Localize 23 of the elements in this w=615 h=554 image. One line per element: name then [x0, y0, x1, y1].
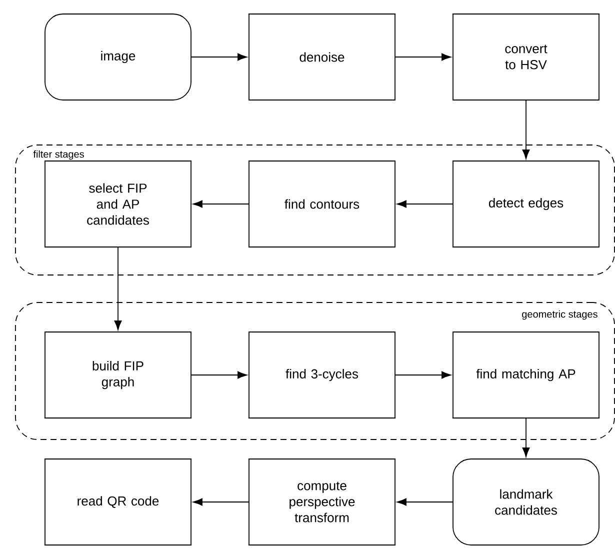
- arrow: [395, 53, 452, 61]
- process-box: build FIP graph: [44, 332, 192, 418]
- process-box: compute perspective transform: [248, 458, 396, 546]
- arrow: [522, 418, 530, 458]
- process-box: read QR code: [44, 458, 192, 546]
- arrow: [395, 371, 452, 379]
- process-box: detect edges: [452, 160, 600, 248]
- process-box: find contours: [248, 160, 396, 248]
- arrow: [114, 247, 122, 330]
- terminal-box: image: [44, 14, 192, 100]
- process-box: convert to HSV: [452, 14, 600, 100]
- process-box: denoise: [248, 14, 396, 100]
- arrow: [396, 200, 453, 208]
- terminal-box: landmark candidates: [452, 458, 600, 546]
- arrow: [192, 200, 249, 208]
- process-box: find 3-cycles: [248, 332, 396, 418]
- arrow: [396, 498, 453, 506]
- process-box: find matching AP: [452, 332, 600, 418]
- arrow: [191, 53, 248, 61]
- process-box: select FIP and AP candidates: [44, 160, 192, 248]
- arrow: [192, 498, 249, 506]
- arrow: [522, 100, 530, 160]
- arrow: [191, 371, 248, 379]
